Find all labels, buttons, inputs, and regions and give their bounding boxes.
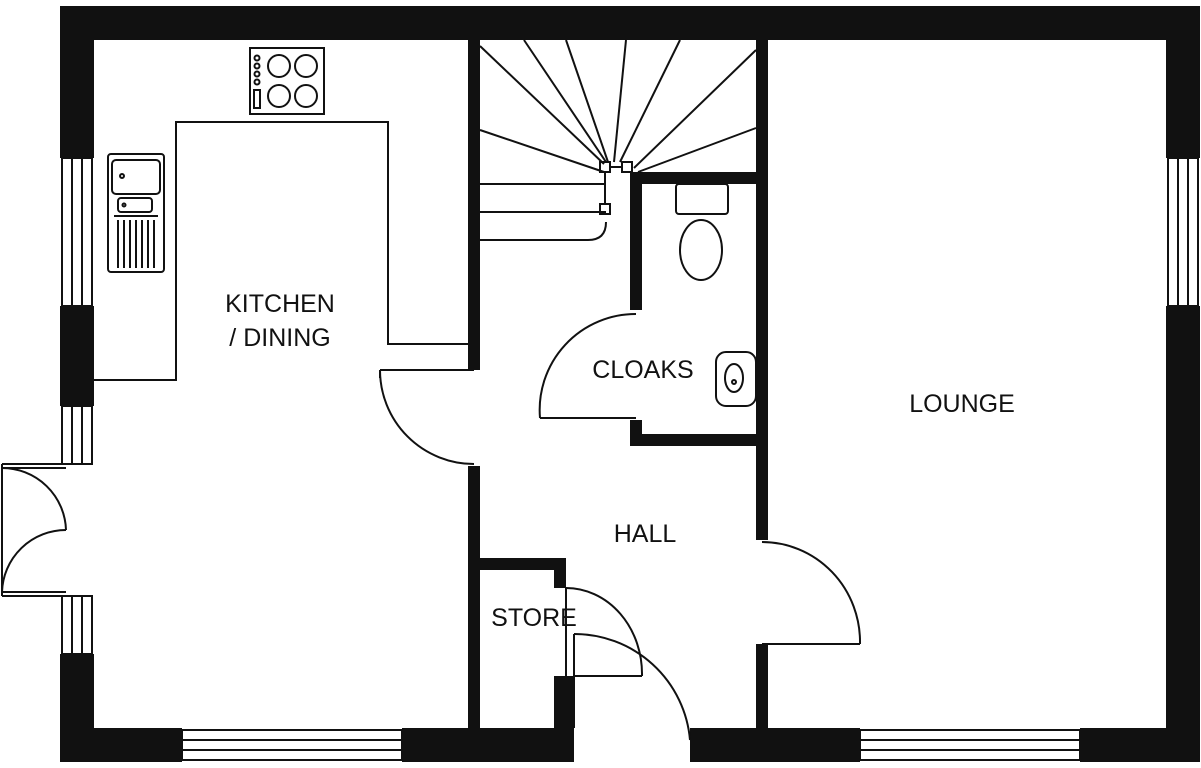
room-label-store: STORE xyxy=(491,604,577,632)
windows xyxy=(61,157,1199,761)
kitchen-worktop xyxy=(94,121,468,381)
room-label-kitchen-line2: / DINING xyxy=(229,324,330,352)
door-front xyxy=(573,632,691,741)
window-left-small-lower xyxy=(61,595,93,655)
interior-walls xyxy=(468,40,768,728)
room-label-lounge: LOUNGE xyxy=(909,390,1015,418)
basin-icon xyxy=(715,351,757,407)
toilet-icon xyxy=(675,183,729,281)
window-left-small-upper xyxy=(61,405,93,465)
hob-icon xyxy=(249,47,325,115)
room-label-cloaks: CLOAKS xyxy=(592,356,693,384)
window-kitchen-left xyxy=(61,157,93,307)
window-kitchen-bottom xyxy=(181,729,403,761)
french-doors xyxy=(1,463,67,597)
door-cloaks xyxy=(538,312,637,419)
staircase xyxy=(479,39,757,241)
door-store xyxy=(565,587,644,677)
window-lounge-right xyxy=(1167,157,1199,307)
window-lounge-bottom xyxy=(859,729,1081,761)
exterior-walls xyxy=(60,6,1200,762)
sink-icon xyxy=(107,153,165,273)
room-label-hall: HALL xyxy=(614,520,677,548)
door-lounge xyxy=(761,541,862,645)
room-label-kitchen-line1: KITCHEN xyxy=(225,290,335,318)
door-kitchen xyxy=(379,369,475,465)
